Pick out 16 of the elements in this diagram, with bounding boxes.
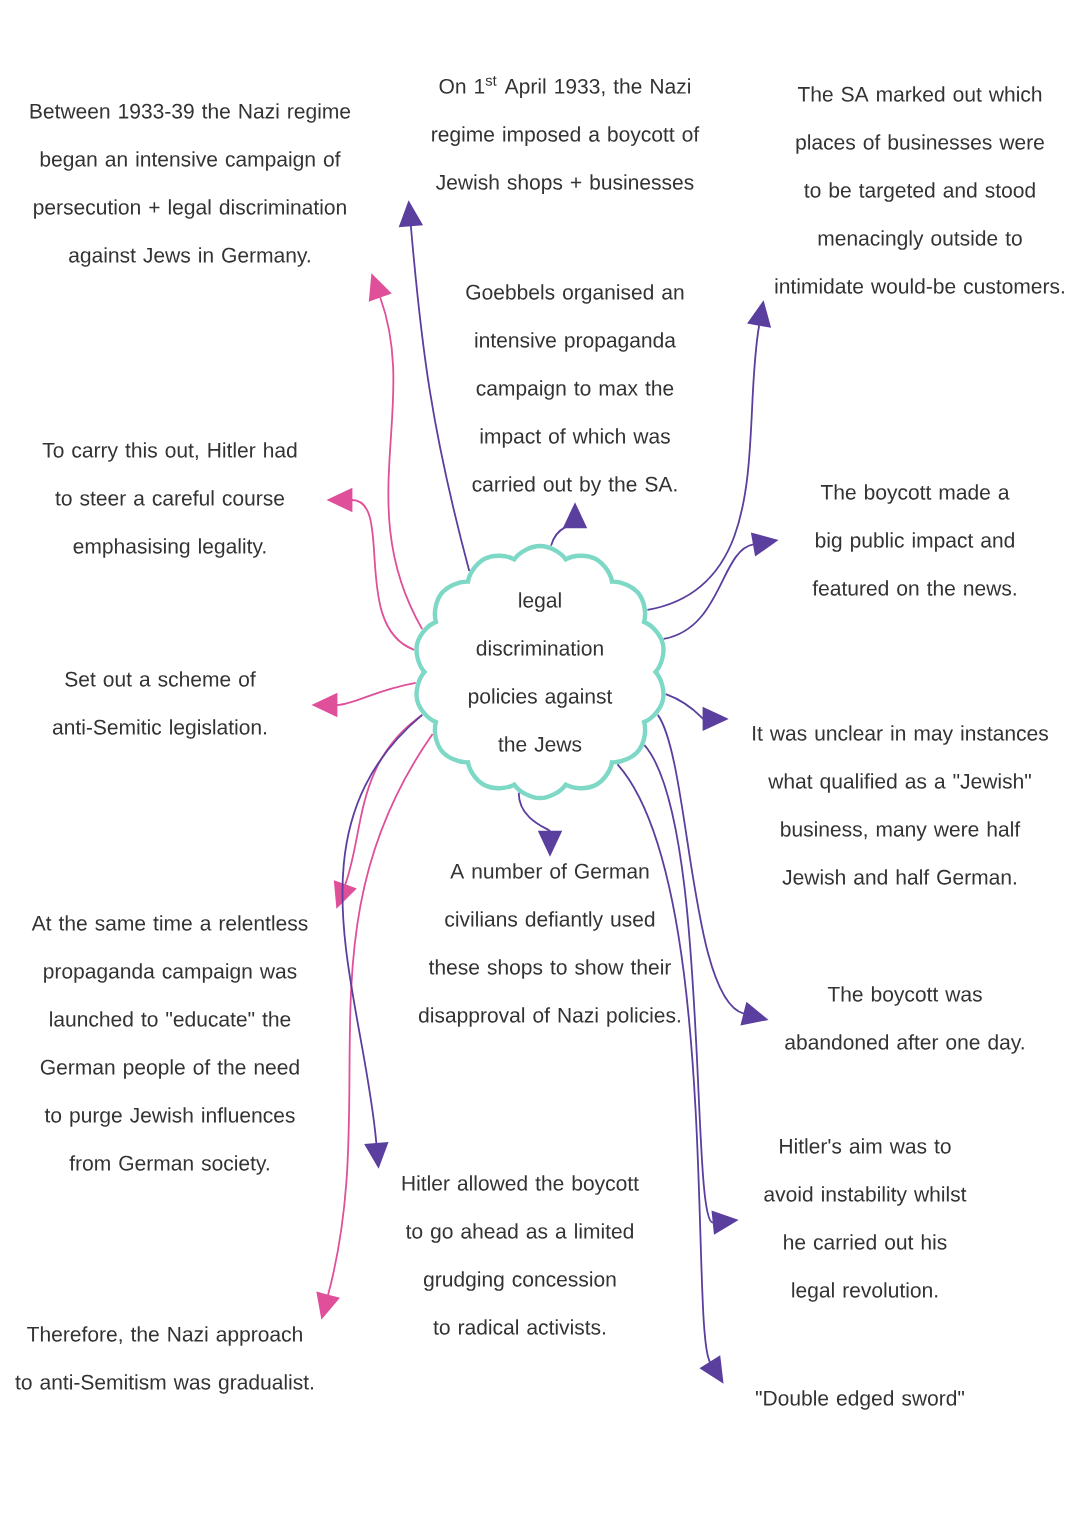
note-text: To carry this out, Hitler had to steer a careful course emphasising legality. [42,442,297,558]
note-text: The boycott made a big public impact and featured on the news. [812,484,1016,596]
note-text: A number of German civilians defiantly used these shops to show their disapproval of Nazi policies. [419,863,680,1027]
note-text: The SA marked out which places of businesses were to be targeted and stood menacingly outside to intimidate would-be customers. [775,86,1064,294]
note-text: "Double edged sword" [755,1390,964,1410]
note-text: At the same time a relentless propaganda campaign was launched to "educate" the German people of the need to purge Jewish influences from German society. [31,915,308,1175]
note-text: Between 1933-39 the Nazi regime began an intensive campaign of persecution + legal discrimination against Jews in Germany. [30,103,351,267]
note-text: On 1$^{st}$ April 1933, the Nazi regime imposed a boycott of Jewish shops + businesses [432,76,700,194]
note-text: Hitler's aim was to avoid instability whilst he carried out his legal revolution. [764,1138,967,1302]
note-text: Set out a scheme of anti-Semitic legislation. [52,671,266,739]
note-text: Goebbels organised an intensive propaganda campaign to max the impact of which was carried out by the SA. [466,284,684,496]
note-text: Hitler allowed the boycott to go ahead as a limited grudging concession to radical activists. [402,1175,639,1335]
cloud-bubble: legal discrimination policies against the Jews [414,543,666,801]
note-text: It was unclear in may instances what qualified as a "Jewish" business, many were half Jewish and half German. [753,725,1048,885]
note-text: Therefore, the Nazi approach to anti-Semitism was gradualist. [15,1326,313,1394]
note-text: The boycott was abandoned after one day. [785,986,1024,1054]
